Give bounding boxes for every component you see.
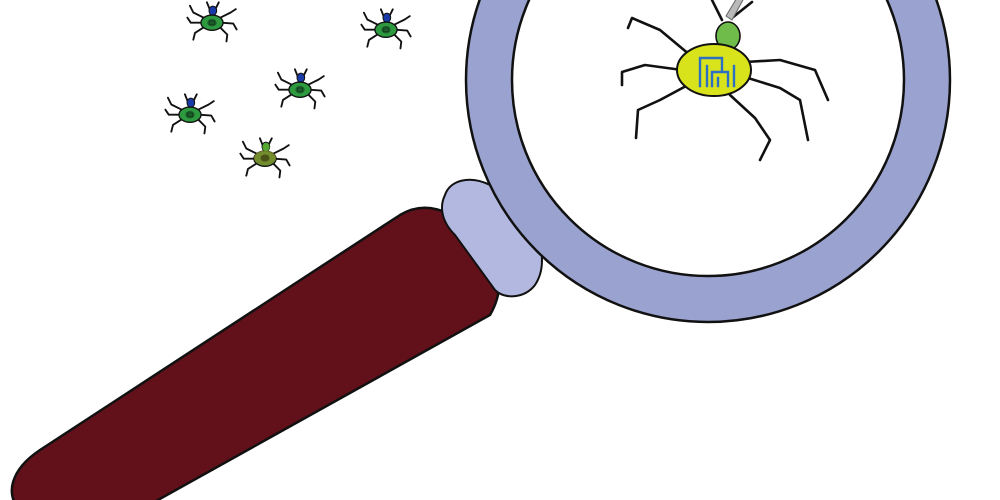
bug-icon bbox=[360, 8, 412, 50]
bug-icon bbox=[239, 137, 291, 179]
small-bugs-group bbox=[164, 1, 412, 179]
bug-icon bbox=[186, 1, 238, 43]
bug-head-tint bbox=[262, 142, 270, 152]
magnifier-handle bbox=[10, 206, 501, 500]
bug-icon-large bbox=[620, 0, 830, 162]
magnifier-lens bbox=[510, 0, 906, 278]
magnifier-icon bbox=[464, 0, 952, 324]
magnifier-collar bbox=[441, 178, 543, 298]
bug-icon bbox=[274, 68, 326, 110]
bug-icon bbox=[164, 93, 216, 135]
bug-center-tint bbox=[260, 154, 270, 162]
